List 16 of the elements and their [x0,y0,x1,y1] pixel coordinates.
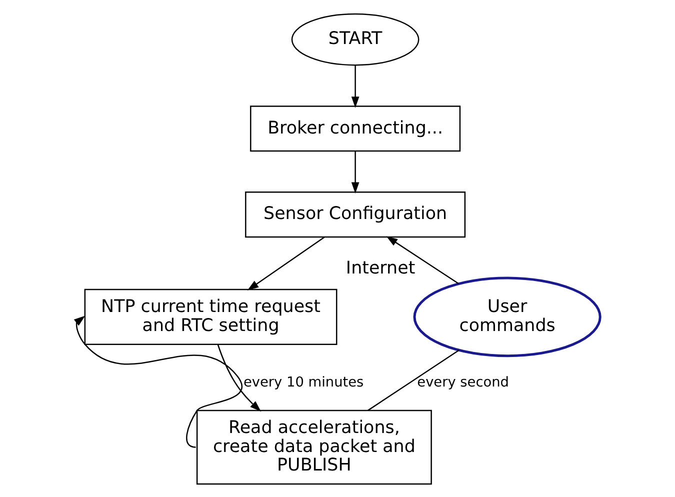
connector [367,349,459,410]
node-label: Internet [345,258,415,278]
arrow [246,236,324,290]
arrow [350,150,359,194]
edge-label: every 10 minutes [242,374,364,390]
arrow [386,236,458,284]
node-box: Broker connecting... [250,105,460,152]
node-box: Sensor Configuration [244,191,466,238]
node-box: NTP current time request and RTC setting [84,288,337,344]
node-box: Read accelerations, create data packet and PUBLISH [196,409,432,484]
node-ellipse: User commands [412,276,601,357]
node-ellipse: START [290,12,419,66]
arrow [216,344,261,412]
arrow [350,64,359,108]
arrow [73,315,242,448]
edge-label: every second [416,374,509,390]
